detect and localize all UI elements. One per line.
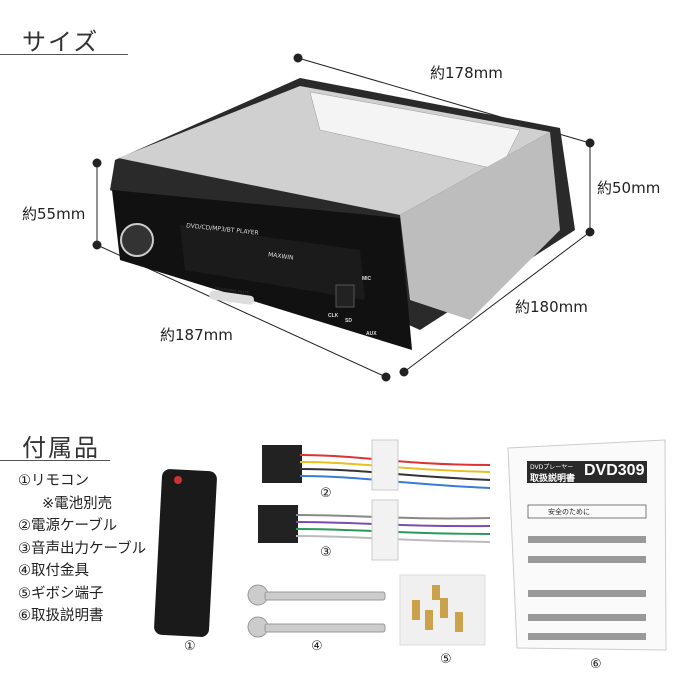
image-number-6: ⑥: [590, 657, 602, 672]
title-underline: [0, 54, 128, 55]
dimension-label-180: 約180mm: [515, 298, 588, 316]
image-number-4: ④: [311, 639, 323, 654]
car-stereo-device: [110, 78, 575, 350]
dimension-label-178: 約178mm: [430, 64, 503, 82]
image-number-2: ②: [320, 486, 332, 501]
list-item: ②電源ケーブル: [18, 518, 118, 534]
list-item: ①リモコン: [18, 473, 89, 489]
mounting-tools: [247, 584, 386, 638]
title-underline: [0, 460, 110, 461]
device-label-sd: SD: [345, 318, 352, 324]
device-label-mic: MIC: [362, 276, 372, 282]
size-section-title: サイズ: [22, 28, 100, 56]
device-label-clk: CLK: [328, 313, 339, 319]
image-number-1: ①: [184, 639, 196, 654]
power-cable: [262, 439, 491, 491]
manual-warning: 安全のために: [548, 508, 590, 516]
list-item: ④取付金具: [18, 563, 89, 579]
instruction-manual: [507, 439, 667, 651]
manual-subtitle: DVDプレーヤー: [530, 464, 574, 471]
audio-output-cable: [258, 499, 491, 561]
dimension-label-50: 約50mm: [597, 179, 661, 197]
list-item-note: ※電池別売: [42, 495, 113, 512]
image-number-5: ⑤: [440, 652, 452, 667]
list-item: ⑥取扱説明書: [18, 608, 104, 624]
accessories-title: 付属品: [22, 434, 100, 462]
remote-control: [154, 469, 217, 637]
list-item: ③音声出力ケーブル: [18, 540, 147, 557]
dimension-label-55: 約55mm: [22, 205, 86, 223]
spade-terminals: [399, 574, 486, 646]
accessories-list: ①リモコン ※電池別売 ②電源ケーブル ③音声出力ケーブル ④取付金具 ⑤ギボシ…: [18, 470, 146, 628]
manual-model: DVD309: [584, 462, 645, 479]
dimension-label-187: 約187mm: [160, 326, 233, 344]
manual-title: 取扱説明書: [530, 474, 576, 484]
list-item: ⑤ギボシ端子: [18, 585, 104, 602]
device-label-aux: AUX: [366, 331, 377, 337]
image-number-3: ③: [320, 545, 332, 560]
